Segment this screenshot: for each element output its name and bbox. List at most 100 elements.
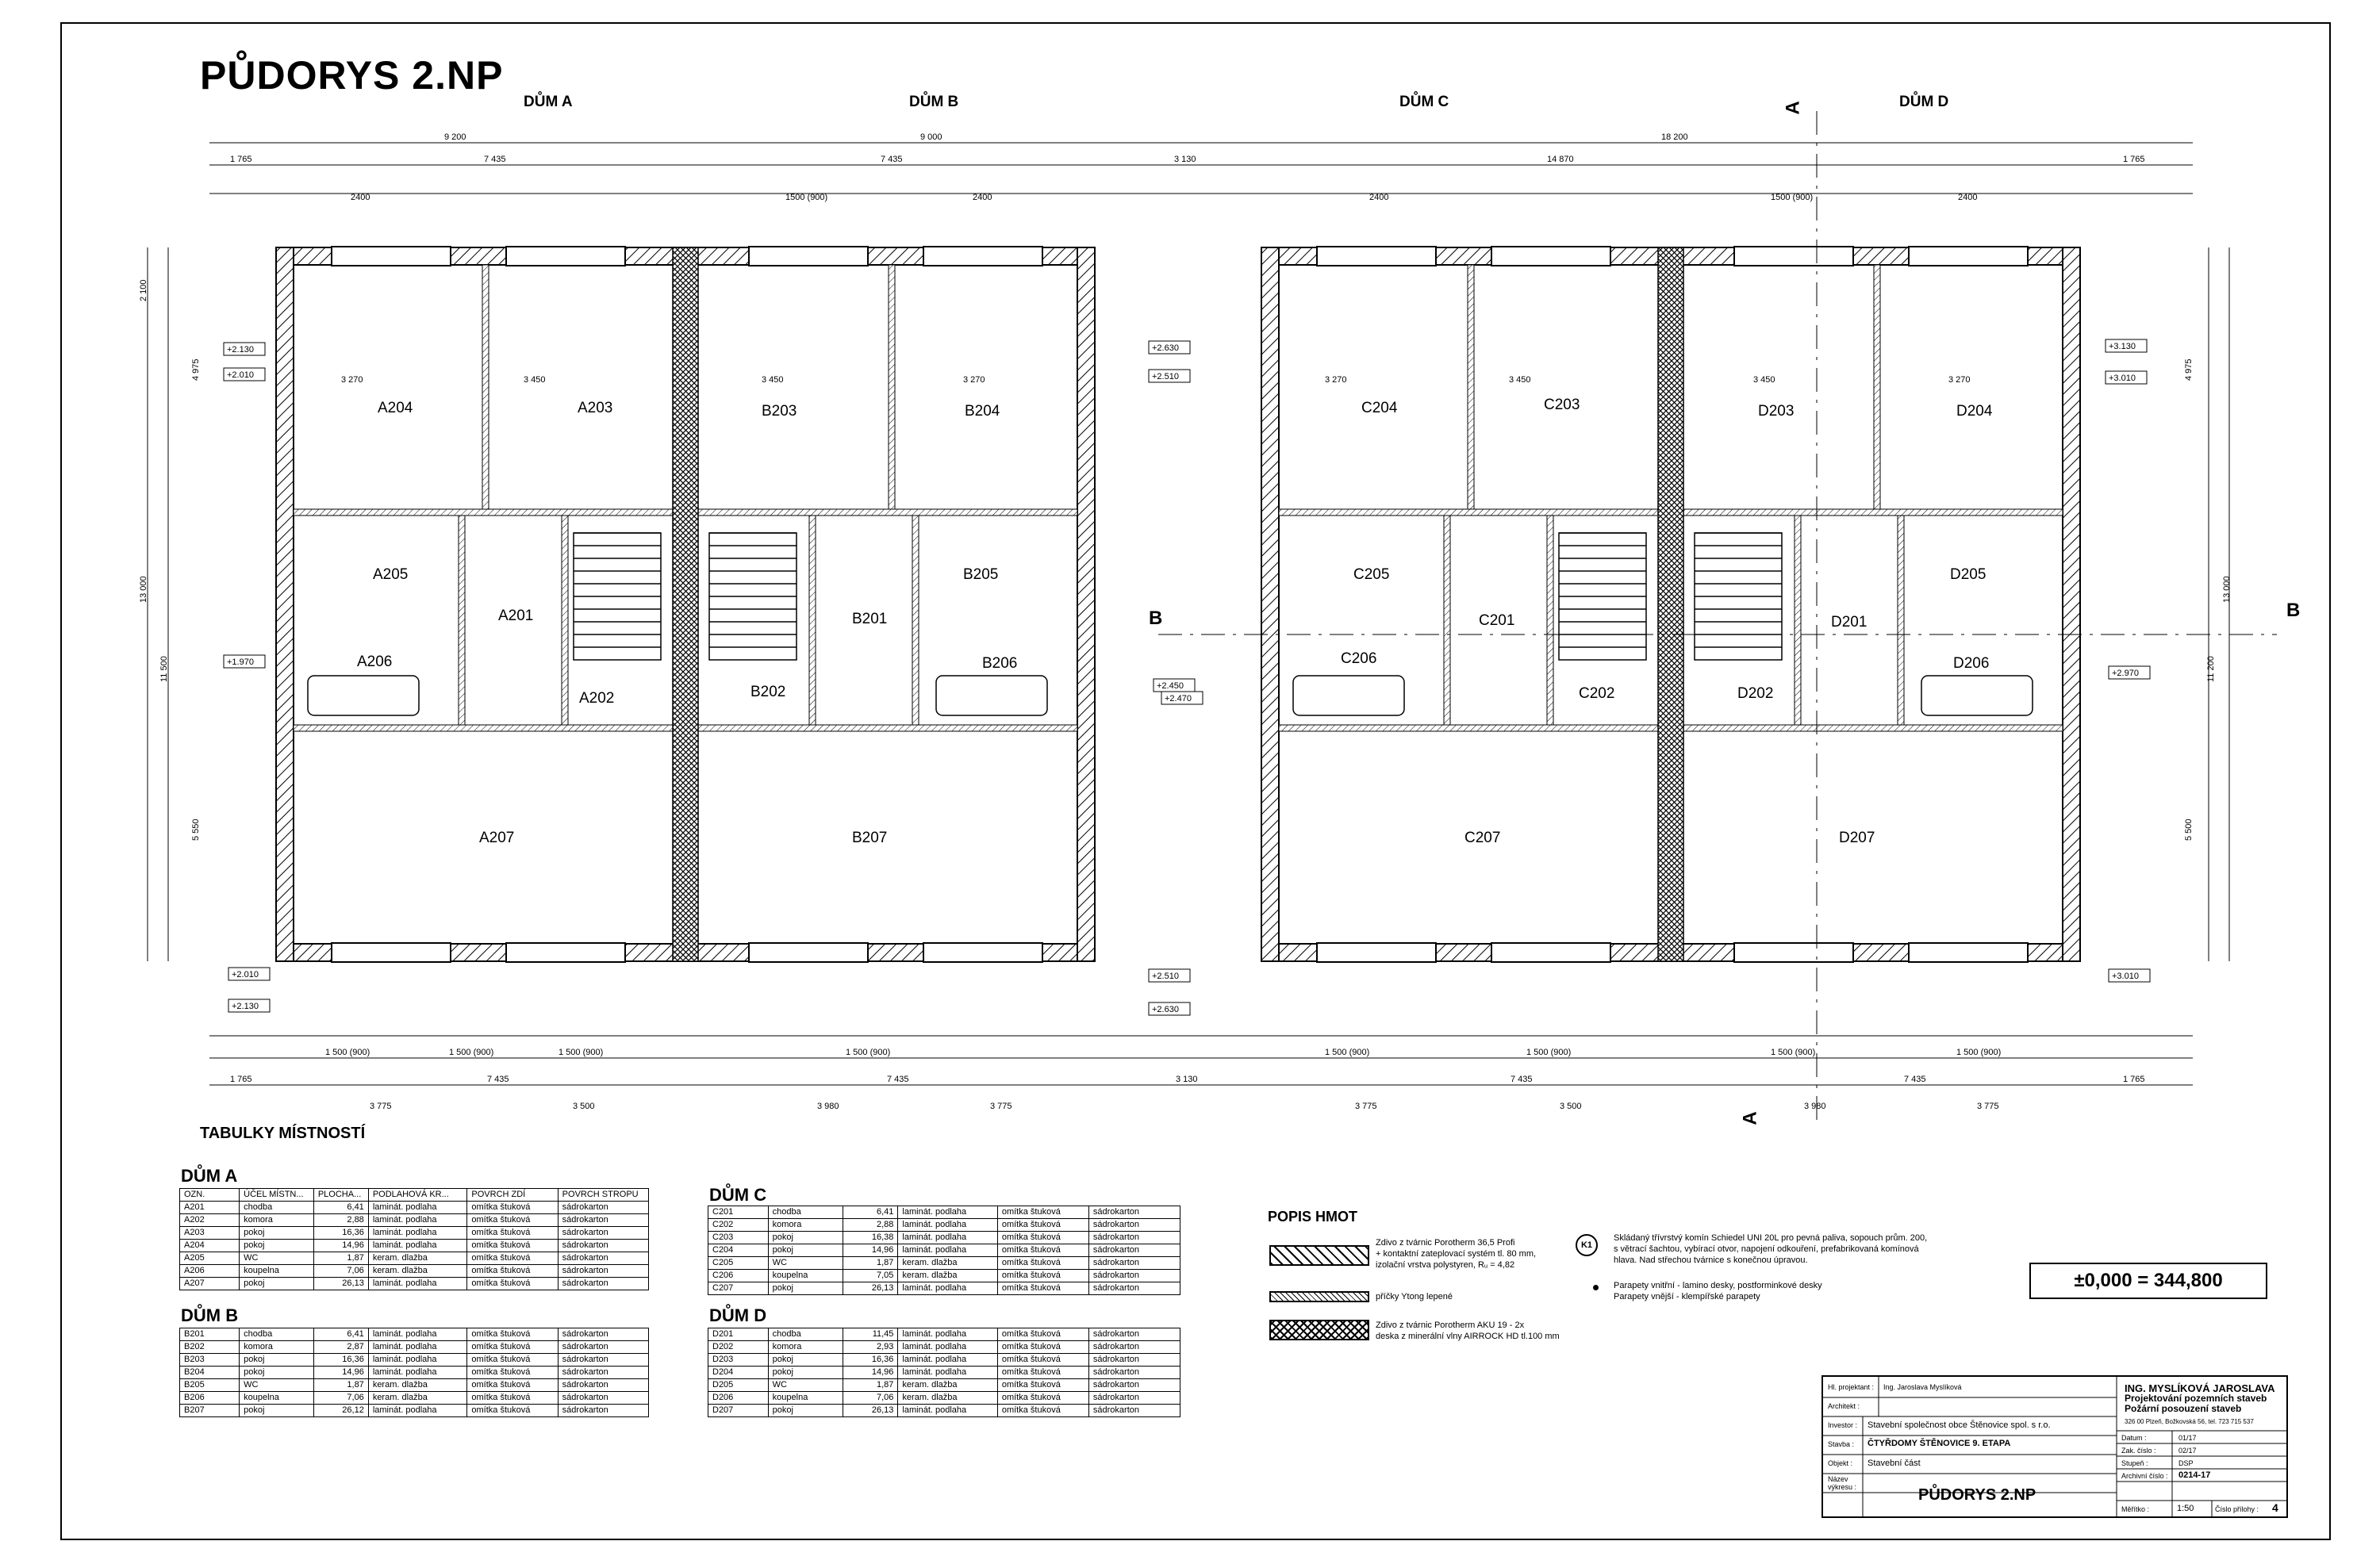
exterior-wall (275, 247, 294, 962)
table-cell: WC (239, 1378, 314, 1392)
room-label-c204: C204 (1361, 400, 1398, 416)
table-cell: 7,06 (313, 1391, 369, 1405)
title-block-grid (1823, 1377, 2286, 1516)
section-mark-b-left: B (1149, 608, 1163, 629)
dimension-text: 3 980 (817, 1102, 839, 1111)
dimension-text: 1 500 (900) (1526, 1048, 1571, 1057)
level-marker (223, 367, 266, 381)
stair-outline (708, 532, 797, 661)
table-cell: pokoj (767, 1244, 843, 1257)
dimension-text: 3 270 (963, 375, 985, 385)
table-cell: D204 (708, 1366, 769, 1379)
table-cell: C203 (708, 1231, 769, 1244)
table-cell: sádrokarton (557, 1277, 650, 1290)
header-cell: PODLAHOVÁ KR... (367, 1188, 468, 1202)
level-text: +2.450 (1157, 681, 1184, 691)
table-cell: sádrokarton (557, 1252, 650, 1265)
dimension-text: 1 500 (900) (559, 1048, 603, 1057)
window-opening (1316, 942, 1437, 963)
table-cell: omítka štuková (466, 1340, 559, 1354)
dimension-text: 7 435 (1904, 1075, 1926, 1084)
table-cell: chodba (239, 1328, 314, 1341)
table-cell: laminát. podlaha (367, 1213, 468, 1227)
table-cell: C202 (708, 1218, 769, 1232)
table-cell: B207 (178, 1404, 240, 1417)
dimension-text: 11 200 (2206, 656, 2216, 682)
table-cell: 6,41 (842, 1206, 899, 1219)
table-cell: 7,06 (842, 1391, 899, 1405)
dimension-text: 7 435 (881, 155, 903, 164)
legend-swatch-masonry (1269, 1245, 1369, 1266)
window-opening (923, 942, 1043, 963)
table-cell: omítka štuková (996, 1218, 1089, 1232)
room-label-b201: B201 (852, 611, 887, 627)
legend-swatch-acoustic (1269, 1320, 1369, 1340)
table-cell: B203 (178, 1353, 240, 1367)
room-label-b204: B204 (965, 403, 1000, 420)
table-cell: sádrokarton (1088, 1269, 1181, 1282)
dimension-text: 3 450 (1509, 375, 1531, 385)
zak-label: Zak. číslo : (2121, 1447, 2156, 1455)
legend-item-chimney: Skládaný třívrstvý komín Schiedel UNI 20… (1614, 1233, 1928, 1265)
table-cell: 1,87 (313, 1252, 369, 1265)
table-cell: 7,05 (842, 1269, 899, 1282)
elevation-datum: ±0,000 = 344,800 (2029, 1263, 2267, 1299)
exterior-wall (2062, 247, 2081, 962)
table-cell: pokoj (239, 1366, 314, 1379)
table-cell: 1,87 (313, 1378, 369, 1392)
dimension-text: 2 100 (139, 279, 148, 301)
table-cell: omítka štuková (996, 1206, 1089, 1219)
dimension-text: 7 435 (1511, 1075, 1533, 1084)
window-opening (1491, 942, 1611, 963)
table-cell: pokoj (239, 1226, 314, 1240)
level-marker (223, 342, 266, 356)
table-cell: C206 (708, 1269, 769, 1282)
table-cell: 26,13 (313, 1277, 369, 1290)
table-cell: keram. dlažba (367, 1264, 468, 1278)
dimension-text: 4 975 (2184, 358, 2194, 381)
dimension-text: 3 270 (1948, 375, 1971, 385)
table-title-a: DŮM A (181, 1166, 238, 1186)
table-cell: D201 (708, 1328, 769, 1341)
title-block: Hl. projektant : Ing. Jaroslava Myslíkov… (1821, 1375, 2288, 1518)
table-title-b: DŮM B (181, 1305, 239, 1325)
table-cell: B204 (178, 1366, 240, 1379)
dimension-text: 4 975 (191, 358, 201, 381)
stavba-value: ČTYŘDOMY ŠTĚNOVICE 9. ETAPA (1868, 1439, 2011, 1448)
room-label-c201: C201 (1479, 612, 1514, 629)
sheet-title: PŮDORYS 2.NP (200, 53, 504, 98)
table-cell: komora (239, 1340, 314, 1354)
section-mark-a-bottom: A (1739, 1111, 1761, 1125)
stair-outline (1558, 532, 1647, 661)
window-opening (505, 942, 626, 963)
table-cell: laminát. podlaha (897, 1328, 998, 1341)
level-marker (1153, 678, 1196, 692)
table-cell: omítka štuková (466, 1328, 559, 1341)
room-label-c206: C206 (1341, 650, 1376, 667)
room-label-b206: B206 (982, 655, 1017, 672)
table-cell: laminát. podlaha (897, 1231, 998, 1244)
table-cell: sádrokarton (557, 1213, 650, 1227)
partition (912, 515, 919, 726)
dimension-text: 1500 (900) (1771, 193, 1813, 202)
table-cell: 26,13 (842, 1404, 899, 1417)
table-cell: pokoj (767, 1366, 843, 1379)
table-cell: sádrokarton (557, 1353, 650, 1367)
stupen-value: DSP (2178, 1459, 2194, 1467)
room-label-c205: C205 (1353, 566, 1389, 583)
table-cell: pokoj (239, 1404, 314, 1417)
table-cell: 6,41 (313, 1201, 369, 1214)
room-label-a206: A206 (357, 654, 392, 670)
table-cell: 26,12 (313, 1404, 369, 1417)
table-cell: keram. dlažba (367, 1391, 468, 1405)
table-cell: koupelna (767, 1391, 843, 1405)
